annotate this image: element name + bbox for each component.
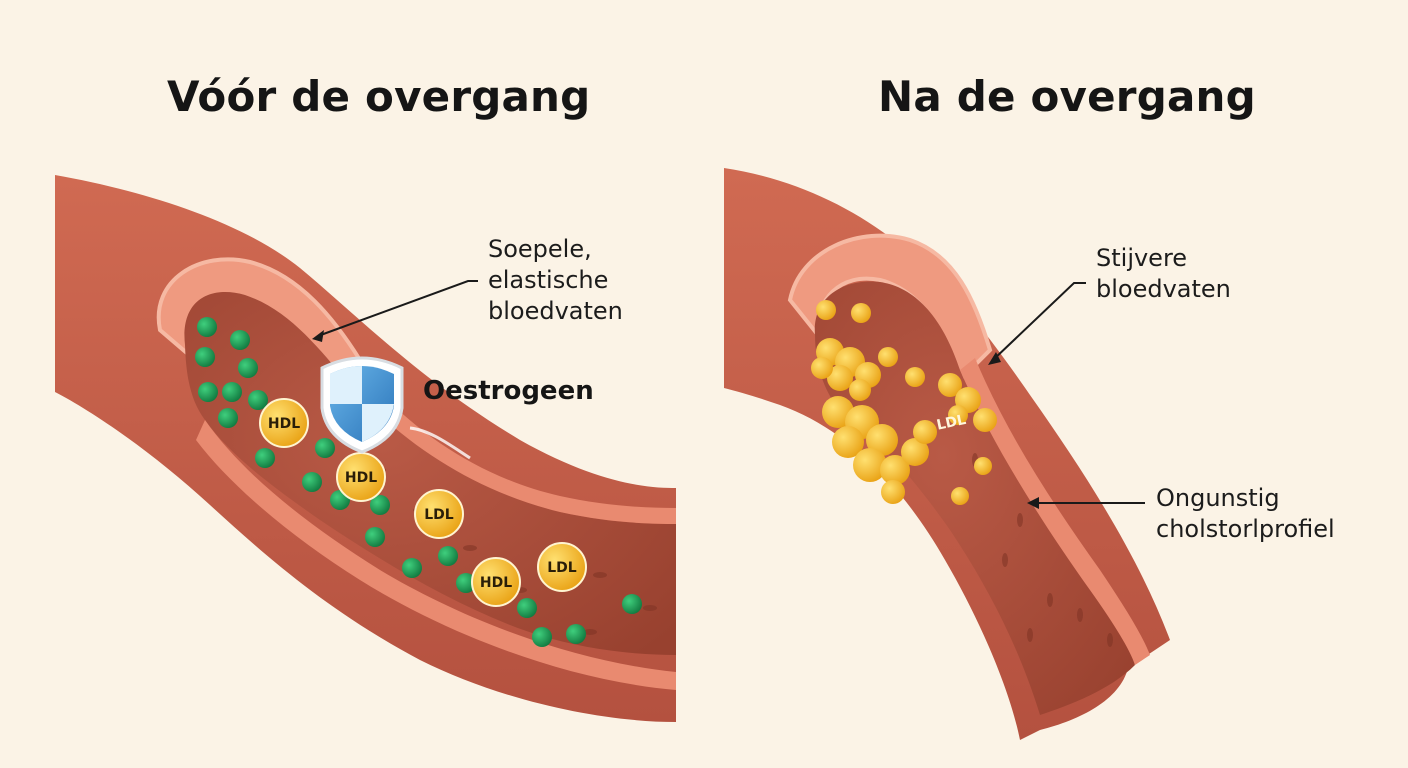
hdl-particle xyxy=(198,382,218,402)
label-cholesterol-profile: Ongunstig cholstorlprofiel xyxy=(1156,483,1335,545)
hdl-particle xyxy=(230,330,250,350)
hdl-particles xyxy=(195,317,642,647)
leader-line-supple xyxy=(317,280,478,337)
hdl-particle xyxy=(315,438,335,458)
hdl-chip: HDL xyxy=(336,452,386,502)
plaque-cluster xyxy=(811,338,881,401)
hdl-particle xyxy=(370,495,390,515)
leader-line-stiff xyxy=(992,282,1086,361)
lipoprotein-chips: HDL HDL LDL HDL LDL xyxy=(259,398,587,607)
ldl-particle xyxy=(974,457,992,475)
label-supple-vessels: Soepele, elastische bloedvaten xyxy=(488,234,623,327)
title-after-menopause: Na de overgang xyxy=(878,72,1256,121)
vessel-after-lumen xyxy=(814,281,1135,715)
plaque-cluster xyxy=(822,396,937,504)
hdl-particle xyxy=(218,408,238,428)
hdl-particle xyxy=(402,558,422,578)
label-line: cholstorlprofiel xyxy=(1156,515,1335,543)
hdl-particle xyxy=(456,573,476,593)
ldl-chip: LDL xyxy=(537,542,587,592)
plaque-deposits xyxy=(811,300,997,505)
hdl-particle xyxy=(238,358,258,378)
hdl-particle xyxy=(566,624,586,644)
vessel-after-opening-rim xyxy=(787,233,993,384)
label-line: elastische xyxy=(488,266,609,294)
label-stiff-vessels: Stijvere bloedvaten xyxy=(1096,243,1231,305)
hdl-particle xyxy=(248,390,268,410)
ldl-particle xyxy=(905,367,925,387)
vessel-before-inner-band-upper xyxy=(350,372,676,524)
label-line: Soepele, xyxy=(488,235,592,263)
plaque-cluster xyxy=(938,373,997,432)
hdl-particle xyxy=(532,627,552,647)
hdl-particle xyxy=(255,448,275,468)
vessel-after-inner-band xyxy=(960,358,1150,665)
ldl-particle xyxy=(851,303,871,323)
hdl-chip: HDL xyxy=(471,557,521,607)
ldl-chip-label: LDL xyxy=(547,560,577,576)
label-line: Ongunstig xyxy=(1156,484,1280,512)
ldl-particle xyxy=(951,487,969,505)
hdl-particle xyxy=(197,317,217,337)
hdl-chip-label: HDL xyxy=(268,416,300,432)
shield-icon xyxy=(320,356,471,460)
leader-arrowhead xyxy=(988,352,1001,365)
hdl-particle xyxy=(517,598,537,618)
leader-arrowhead xyxy=(1027,497,1039,509)
label-line: bloedvaten xyxy=(1096,275,1231,303)
hdl-chip-label: HDL xyxy=(345,470,377,486)
hdl-particle xyxy=(622,594,642,614)
hdl-particle xyxy=(365,527,385,547)
label-estrogen: Oestrogeen xyxy=(423,376,594,406)
label-line: bloedvaten xyxy=(488,297,623,325)
hdl-particle xyxy=(195,347,215,367)
hdl-chip: HDL xyxy=(259,398,309,448)
hdl-particle xyxy=(302,472,322,492)
ldl-chip: LDL xyxy=(414,489,464,539)
title-before-menopause: Vóór de overgang xyxy=(167,72,591,121)
label-line: Stijvere xyxy=(1096,244,1188,272)
ldl-plaque-label: LDL xyxy=(935,412,967,434)
ldl-chip-label: LDL xyxy=(424,507,454,523)
ldl-particle xyxy=(816,300,836,320)
ldl-particle xyxy=(878,347,898,367)
vessel-after-texture xyxy=(972,453,1113,647)
hdl-particle xyxy=(222,382,242,402)
hdl-particle xyxy=(438,546,458,566)
hdl-chip-label: HDL xyxy=(480,575,512,591)
leader-arrowhead xyxy=(312,330,324,342)
